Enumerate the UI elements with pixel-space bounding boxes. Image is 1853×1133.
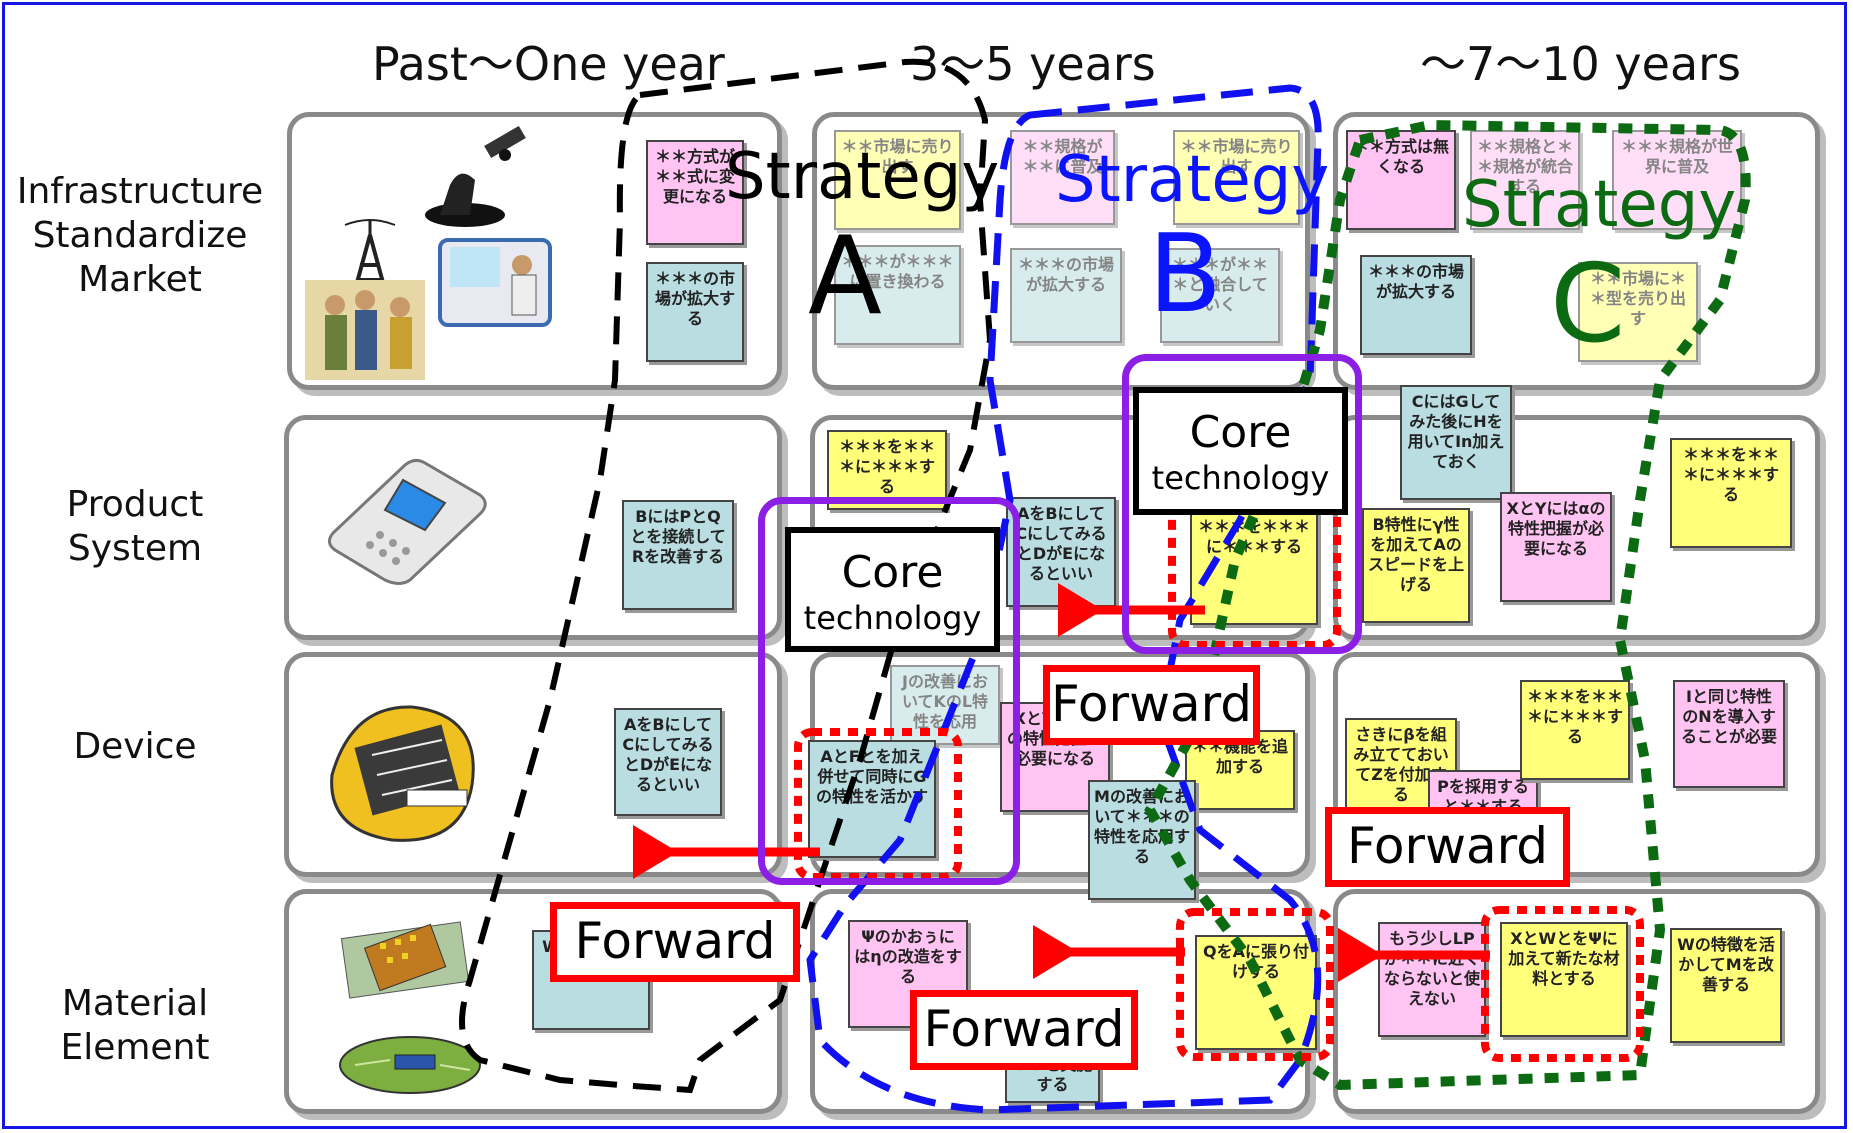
sticky-note: ＊＊＊を＊＊＊に＊＊＊する	[1670, 438, 1792, 548]
satellite-dish-icon	[425, 173, 505, 227]
infrastructure-illustration	[305, 125, 552, 380]
strategy-a-label: Strategy	[725, 140, 1000, 214]
strategy-a-letter: A	[808, 214, 882, 339]
chip-icon	[340, 921, 470, 999]
mobile-phone-icon	[328, 458, 487, 585]
radio-tower-icon	[344, 219, 396, 291]
sticky-note: ＊＊＊の市場が拡大する	[646, 262, 744, 362]
strategy-b-letter: B	[1148, 212, 1223, 337]
strategy-c-label: Strategy	[1462, 168, 1737, 242]
sticky-note: ＊＊方式は無くなる	[1346, 130, 1456, 230]
material-illustration	[339, 921, 481, 1094]
train-passenger-icon	[438, 238, 552, 327]
sticky-note: Wの特徴を活かしてMを改善する	[1670, 928, 1782, 1043]
sticky-note: CにはGしてみた後にHを用いてIn加えておく	[1400, 385, 1512, 500]
strategy-b-label: Strategy	[1055, 143, 1330, 217]
core-technology-box-device	[758, 497, 1020, 885]
sticky-note: QをAに張り付けする	[1195, 935, 1317, 1050]
column-header-3-5-years: 3～5 years	[910, 37, 1156, 91]
column-header-7-10-years: ～7～10 years	[1420, 37, 1742, 91]
sticky-note: BにはPとQとを接続してRを改善する	[622, 500, 734, 610]
sticky-note: AをBにしてCにしてみるとDがEになるといい	[614, 708, 722, 816]
forward-label-material-center: Forward	[910, 990, 1138, 1070]
forward-label-device: Forward	[1043, 665, 1260, 745]
strategy-c-letter: C	[1550, 242, 1626, 367]
people-icon	[305, 280, 425, 380]
printed-circuit-icon	[339, 1036, 481, 1094]
sticky-note: B特性にγ性を加えてAのスピードを上げる	[1362, 508, 1470, 623]
column-header-past: Past～One year	[372, 37, 725, 91]
satellite-icon	[484, 125, 526, 161]
circuit-board-icon	[330, 705, 475, 842]
row-label-device: Device	[73, 726, 197, 767]
sticky-note: XとWとをΨに加えて新たな材料とする	[1500, 922, 1628, 1037]
forward-label-material-right: Forward	[1325, 807, 1570, 887]
sticky-note: XとYにはαの特性把握が必要になる	[1500, 492, 1612, 602]
sticky-note: もう少しLPが＊＊に近くならないと使えない	[1378, 922, 1486, 1037]
sticky-note: AをBにしてCにしてみるとDがEになるといい	[1006, 497, 1116, 607]
sticky-note: ＊＊＊の市場が拡大する	[1360, 255, 1472, 355]
sticky-note: ＊＊＊を＊＊＊に＊＊＊する	[1520, 680, 1630, 780]
sticky-note: Mの改善において＊＊＊の特性を応用する	[1088, 780, 1196, 900]
sticky-note: ＊＊＊の市場が拡大する	[1010, 248, 1122, 343]
core-technology-box-product	[1122, 354, 1362, 654]
forward-label-material-left: Forward	[550, 902, 800, 982]
sticky-note: Iと同じ特性のNを導入することが必要	[1673, 680, 1785, 788]
